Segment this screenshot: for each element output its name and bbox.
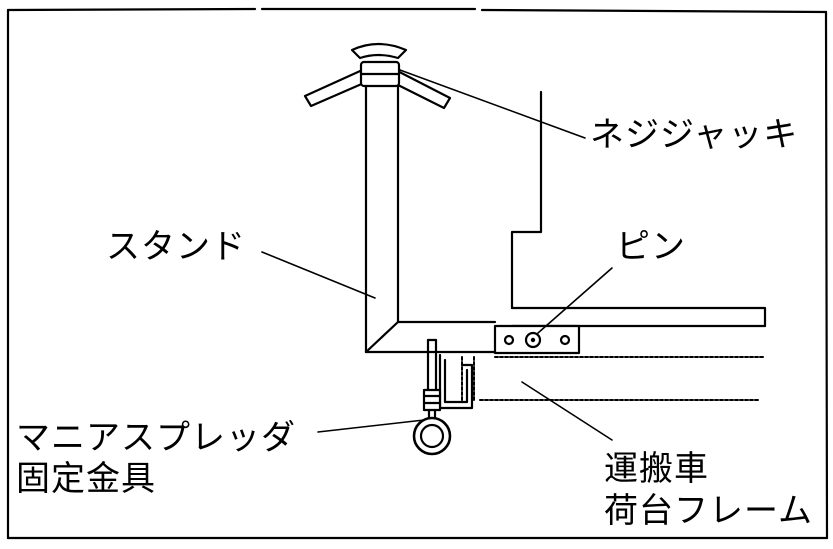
label-screw-jack: ネジジャッキ: [590, 115, 799, 155]
pin-plate: [493, 324, 581, 355]
label-bed-frame-2: 荷台フレーム: [604, 491, 813, 531]
leader-lines: [261, 69, 613, 441]
leader-stand: [261, 251, 376, 299]
leader-frame: [521, 381, 613, 441]
screw-jack: [303, 42, 452, 110]
stand-body: [364, 84, 497, 354]
label-fixing-bracket-1: マニアスプレッダ: [16, 418, 296, 458]
label-fixing-bracket-2: 固定金具: [16, 459, 156, 499]
truck-bed-frame: [461, 356, 766, 401]
eye-bolt: [412, 338, 452, 456]
label-bed-frame-1: 運搬車: [604, 449, 709, 489]
label-pin: ピン: [616, 227, 686, 267]
diagram-border: [6, 7, 829, 540]
label-stand: スタンド: [106, 227, 246, 267]
leader-fixing-bracket: [317, 419, 425, 433]
leader-pin: [537, 267, 613, 334]
leader-screw-jack: [399, 69, 586, 139]
clamp-bracket: [438, 353, 474, 410]
